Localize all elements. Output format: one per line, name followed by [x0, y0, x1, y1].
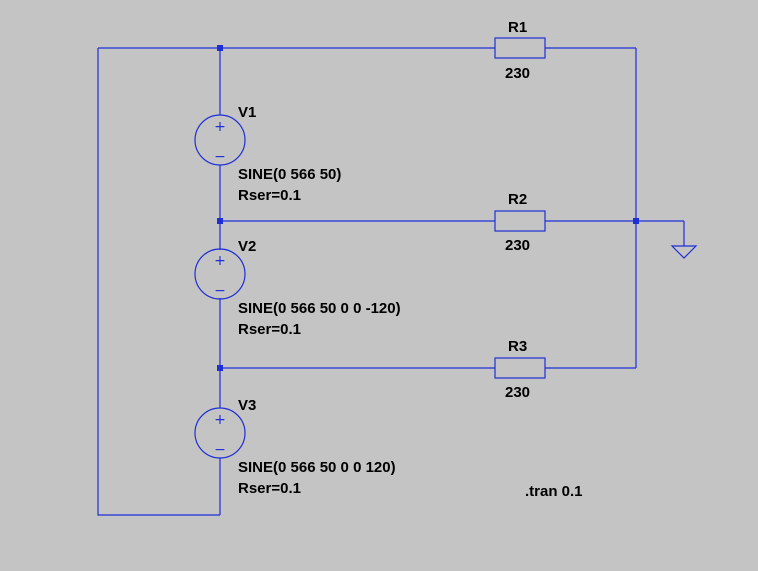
wires — [97, 47, 685, 516]
source-v3-rser[interactable]: Rser=0.1 — [238, 480, 301, 497]
resistor-r2[interactable]: R2 230 — [494, 191, 546, 254]
spice-directive[interactable]: .tran 0.1 — [525, 483, 583, 500]
resistor-r2-body[interactable] — [494, 210, 546, 232]
wire-left-return[interactable] — [97, 48, 220, 516]
resistor-r3[interactable]: R3 230 — [494, 338, 546, 401]
source-v3-minus-icon: − — [214, 442, 226, 458]
source-v1[interactable]: + − V1 SINE(0 566 50) Rser=0.1 — [194, 104, 341, 204]
resistor-r3-name[interactable]: R3 — [508, 338, 527, 355]
resistor-r3-body[interactable] — [494, 357, 546, 379]
resistor-r3-value[interactable]: 230 — [505, 384, 530, 401]
resistor-r1-name[interactable]: R1 — [508, 19, 527, 36]
source-v1-name[interactable]: V1 — [238, 104, 256, 121]
resistor-r1[interactable]: R1 230 — [494, 19, 546, 82]
source-v3-body[interactable] — [194, 407, 246, 459]
resistor-r2-value[interactable]: 230 — [505, 237, 530, 254]
junction-right — [633, 218, 639, 224]
source-v3-plus-icon: + — [214, 412, 226, 428]
source-v2-rser[interactable]: Rser=0.1 — [238, 321, 301, 338]
junction-low — [217, 365, 223, 371]
source-v2-plus-icon: + — [214, 253, 226, 269]
junction-top — [217, 45, 223, 51]
source-v3[interactable]: + − V3 SINE(0 566 50 0 0 120) Rser=0.1 — [194, 397, 396, 497]
junctions — [217, 45, 639, 371]
source-v1-rser[interactable]: Rser=0.1 — [238, 187, 301, 204]
source-v1-function[interactable]: SINE(0 566 50) — [238, 166, 341, 183]
source-v1-plus-icon: + — [214, 119, 226, 135]
resistor-r1-value[interactable]: 230 — [505, 65, 530, 82]
source-v2[interactable]: + − V2 SINE(0 566 50 0 0 -120) Rser=0.1 — [194, 238, 401, 338]
source-v3-function[interactable]: SINE(0 566 50 0 0 120) — [238, 459, 396, 476]
source-v2-body[interactable] — [194, 248, 246, 300]
ground-icon[interactable] — [670, 245, 698, 259]
source-v1-body[interactable] — [194, 114, 246, 166]
resistor-r2-name[interactable]: R2 — [508, 191, 527, 208]
source-v2-minus-icon: − — [214, 283, 226, 299]
source-v2-name[interactable]: V2 — [238, 238, 256, 255]
source-v3-name[interactable]: V3 — [238, 397, 256, 414]
resistor-r1-body[interactable] — [494, 37, 546, 59]
source-v2-function[interactable]: SINE(0 566 50 0 0 -120) — [238, 300, 401, 317]
source-v1-minus-icon: − — [214, 149, 226, 165]
junction-mid — [217, 218, 223, 224]
